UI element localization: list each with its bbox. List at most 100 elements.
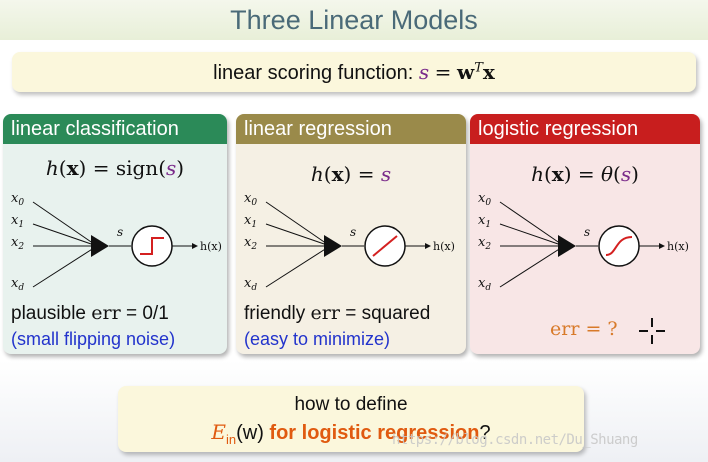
equals: = bbox=[351, 162, 381, 186]
scoring-function-box: linear scoring function: s = wTx bbox=[12, 52, 696, 92]
scoring-eq: = bbox=[434, 60, 452, 84]
hypothesis-formula: h(x) = s bbox=[236, 162, 466, 186]
paren-close-2: ) bbox=[631, 162, 639, 186]
input-label: x1 bbox=[11, 213, 24, 230]
question-bold: for logistic regression bbox=[263, 422, 480, 444]
x-symbol: x bbox=[66, 156, 79, 180]
transfer-circle bbox=[598, 225, 640, 267]
output-arrow-icon bbox=[192, 243, 198, 249]
s-label: s bbox=[117, 225, 123, 239]
input-edge bbox=[32, 245, 98, 288]
panel-title: logistic regression bbox=[470, 114, 700, 144]
neuron-diagram: x0 x1 x2 xd s h(x) bbox=[11, 191, 222, 293]
err-line: friendly err = squared bbox=[244, 302, 430, 325]
panel-title: linear regression bbox=[236, 114, 466, 144]
sign-fn: sign( bbox=[115, 156, 166, 180]
scoring-label: linear scoring function: bbox=[213, 62, 414, 84]
e-symbol: E bbox=[211, 420, 226, 444]
question-line-1: how to define bbox=[294, 394, 408, 415]
in-subscript: in bbox=[225, 432, 237, 447]
err-value: = squared bbox=[339, 303, 431, 324]
crosshair-cursor-icon bbox=[639, 318, 665, 344]
err-line: plausible err = 0/1 bbox=[11, 302, 169, 325]
output-label: h(x) bbox=[200, 240, 222, 253]
input-label: x2 bbox=[478, 235, 491, 252]
input-edge bbox=[265, 223, 331, 247]
paren-open-2: ( bbox=[613, 162, 621, 186]
s-label: s bbox=[350, 225, 356, 239]
hypothesis-formula: h(x) = sign(s) bbox=[3, 156, 227, 180]
paren-open: ( bbox=[323, 162, 332, 186]
input-label: x1 bbox=[244, 213, 257, 230]
equals: = bbox=[571, 162, 601, 186]
input-label: x0 bbox=[244, 191, 257, 208]
paren-close: ) bbox=[563, 162, 572, 186]
equals: = bbox=[86, 156, 116, 180]
input-label: x1 bbox=[478, 213, 491, 230]
err-question: err = ? bbox=[550, 318, 618, 340]
input-edge bbox=[499, 245, 565, 288]
input-label: x2 bbox=[244, 235, 257, 252]
err-word: err bbox=[310, 302, 340, 324]
neuron-diagram: x0 x1 x2 xd s h(x) bbox=[478, 191, 689, 293]
scoring-s: s bbox=[418, 60, 430, 84]
input-edge bbox=[32, 223, 98, 247]
transfer-curve bbox=[140, 237, 164, 255]
h-symbol: h bbox=[310, 162, 324, 186]
s-label: s bbox=[584, 225, 590, 239]
input-label: x2 bbox=[11, 235, 24, 252]
output-arrow-icon bbox=[425, 243, 431, 249]
paren-open: ( bbox=[58, 156, 67, 180]
output-label: h(x) bbox=[433, 240, 455, 253]
sum-node bbox=[558, 235, 576, 257]
watermark: https://blog.csdn.net/Du_Shuang bbox=[392, 432, 638, 448]
output-label: h(x) bbox=[667, 240, 689, 253]
output-arrow-icon bbox=[659, 243, 665, 249]
input-edge bbox=[499, 201, 565, 247]
err-value: = 0/1 bbox=[120, 303, 169, 324]
err-adjective: friendly bbox=[244, 303, 306, 324]
scoring-w: w bbox=[457, 60, 475, 84]
input-edge bbox=[32, 201, 98, 247]
question-box: how to define Ein(w) for logistic regres… bbox=[118, 386, 584, 452]
paren-end: ) bbox=[176, 156, 185, 180]
input-edge bbox=[265, 245, 331, 288]
transfer-curve bbox=[372, 235, 398, 257]
h-symbol: h bbox=[45, 156, 59, 180]
err-note: (easy to minimize) bbox=[244, 329, 391, 349]
hypothesis-formula: h(x) = θ(s) bbox=[470, 162, 700, 186]
err-note: (small flipping noise) bbox=[11, 329, 176, 349]
scoring-function-text: linear scoring function: s = wTx bbox=[12, 60, 696, 85]
input-label: xd bbox=[478, 276, 491, 293]
w-arg: (w) bbox=[236, 422, 264, 444]
sum-node bbox=[324, 235, 342, 257]
s-symbol: s bbox=[166, 156, 177, 180]
input-edge bbox=[499, 223, 565, 247]
paren-close: ) bbox=[343, 162, 352, 186]
s-symbol: s bbox=[620, 162, 632, 186]
input-label: x0 bbox=[11, 191, 24, 208]
question-mark: ? bbox=[479, 422, 491, 444]
paren-open: ( bbox=[543, 162, 552, 186]
h-symbol: h bbox=[531, 162, 544, 186]
x-symbol: x bbox=[551, 162, 564, 186]
input-label: xd bbox=[11, 276, 24, 293]
scoring-T: T bbox=[474, 60, 483, 76]
question-line-2: Ein(w) for logistic regression? bbox=[118, 420, 584, 447]
scoring-x: x bbox=[482, 60, 495, 84]
err-word: err bbox=[91, 302, 121, 324]
panel-title: linear classification bbox=[3, 114, 227, 144]
title-bar bbox=[0, 0, 708, 40]
x-symbol: x bbox=[331, 162, 344, 186]
err-adjective: plausible bbox=[11, 303, 86, 324]
s-symbol: s bbox=[380, 162, 392, 186]
input-edge bbox=[265, 201, 331, 247]
page-title: Three Linear Models bbox=[230, 5, 478, 35]
input-label: x0 bbox=[478, 191, 491, 208]
sum-node bbox=[91, 235, 109, 257]
theta-symbol: θ bbox=[601, 162, 614, 186]
